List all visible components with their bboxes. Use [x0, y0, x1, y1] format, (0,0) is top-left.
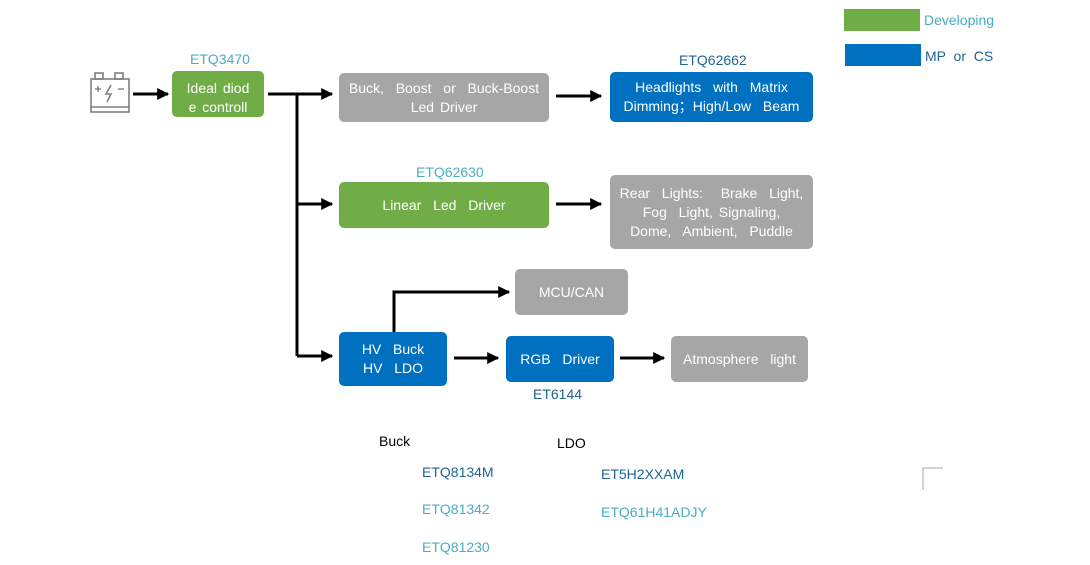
node-rear-lights-line3: Dome, Ambient, Puddle: [630, 222, 793, 239]
legend-label-developing: Developing: [924, 12, 995, 28]
node-hv: HV Buck HV LDO: [339, 332, 447, 386]
corner-mark: [922, 467, 943, 490]
parts-item-buck-2: ETQ81342: [422, 501, 490, 517]
node-mcu-can: MCU/CAN: [515, 269, 628, 315]
node-atmosphere: Atmosphere light: [671, 336, 808, 382]
node-rgb-line1: RGB Driver: [520, 350, 600, 367]
node-buck-boost-line2: Led Driver: [410, 98, 478, 115]
node-ideal-diode-line2: e controll: [188, 99, 248, 115]
node-headlights-line1: Headlights with Matrix: [635, 79, 788, 95]
node-rgb: RGB Driver: [506, 336, 614, 382]
node-buck-boost: Buck, Boost or Buck-Boost Led Driver: [339, 73, 549, 122]
node-hv-line2: HV LDO: [362, 360, 423, 376]
parts-item-ldo-2: ETQ61H41ADJY: [601, 504, 707, 520]
node-buck-boost-line1: Buck, Boost or Buck-Boost: [348, 79, 540, 96]
node-ideal-diode-line1: Ideal diod: [186, 80, 250, 96]
node-mcu-can-line1: MCU/CAN: [538, 283, 605, 300]
part-label-headlights: ETQ62662: [679, 52, 747, 68]
parts-heading-ldo: LDO: [557, 435, 586, 451]
legend-swatch-developing: [844, 9, 920, 31]
node-rear-lights: Rear Lights: Brake Light, Fog Light, Sig…: [610, 175, 813, 249]
parts-item-ldo-1: ET5H2XXAM: [601, 466, 685, 482]
parts-item-buck-1: ETQ8134M: [422, 464, 494, 480]
part-label-ideal-diode: ETQ3470: [190, 51, 250, 67]
node-ideal-diode: Ideal diod e controll: [172, 71, 264, 117]
node-headlights-line2: Dimming；High/Low Beam: [623, 98, 800, 114]
legend-label-mp-cs: MP or CS: [925, 48, 994, 64]
node-linear: Linear Led Driver: [339, 182, 549, 228]
parts-heading-buck: Buck: [379, 433, 411, 449]
node-atmosphere-line1: Atmosphere light: [683, 350, 796, 367]
legend-swatch-mp-cs: [845, 44, 921, 66]
parts-item-buck-3: ETQ81230: [422, 539, 490, 555]
node-rear-lights-line1: Rear Lights: Brake Light,: [619, 184, 804, 201]
car-battery-icon: [88, 70, 132, 116]
node-hv-line1: HV Buck: [361, 341, 425, 357]
part-label-linear: ETQ62630: [416, 164, 484, 180]
part-label-rgb: ET6144: [533, 386, 583, 402]
node-rear-lights-line2: Fog Light, Signaling,: [642, 203, 781, 220]
node-linear-line1: Linear Led Driver: [382, 196, 506, 213]
node-headlights: Headlights with Matrix Dimming；High/Low …: [610, 72, 813, 122]
